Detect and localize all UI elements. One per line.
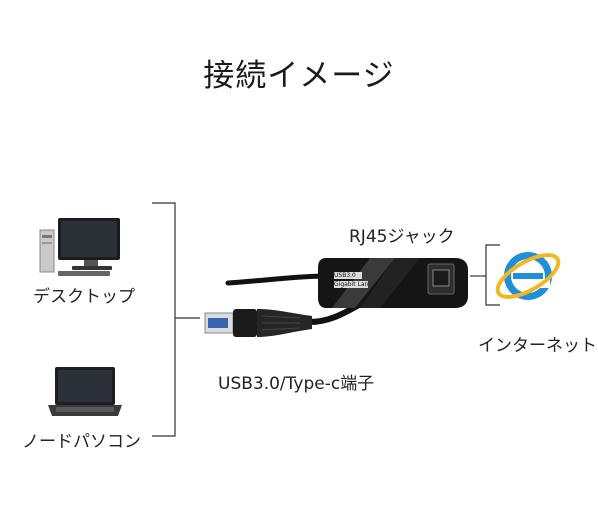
internet-explorer-icon (495, 252, 561, 300)
upper-cable (225, 273, 329, 286)
desktop-pc-icon (39, 218, 120, 276)
rj45-label: RJ45ジャック (349, 227, 455, 247)
ethernet-adapter-icon (318, 258, 468, 308)
left-bracket (152, 202, 200, 437)
internet-label: インターネット (478, 336, 597, 356)
adapter-text: USB3.0 Gigabit Lan (334, 271, 368, 289)
right-bracket (470, 244, 500, 306)
laptop-icon (48, 367, 122, 416)
adapter-text-line1: USB3.0 (334, 272, 356, 279)
usb-plug-icon (204, 309, 312, 337)
laptop-label: ノードパソコン (22, 432, 141, 452)
diagram-title: 接続イメージ (203, 58, 395, 94)
desktop-label: デスクトップ (33, 287, 135, 307)
usb-label: USB3.0/Type-c端子 (218, 374, 375, 394)
adapter-text-line2: Gigabit Lan (334, 281, 369, 288)
